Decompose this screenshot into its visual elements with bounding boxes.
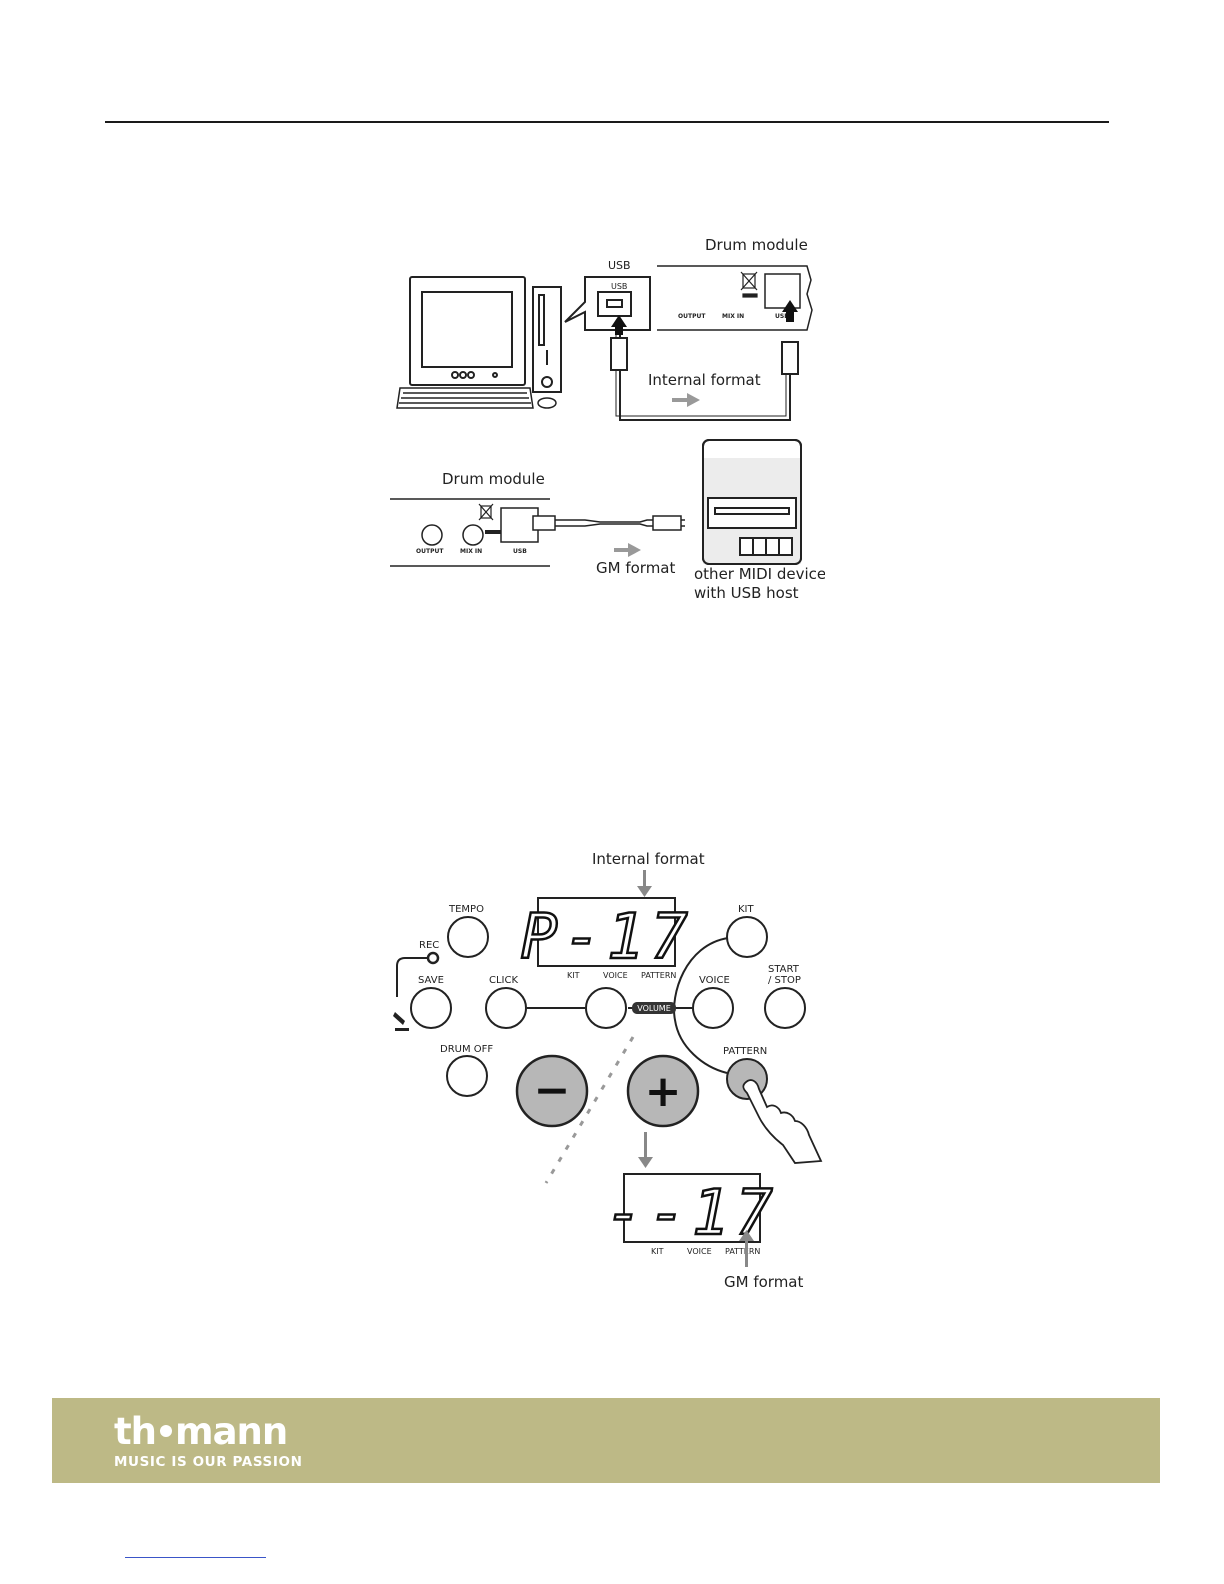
gm-format-label: GM format xyxy=(724,1273,803,1291)
tempo-button[interactable] xyxy=(448,917,488,957)
direction-arrow-icon xyxy=(672,393,700,407)
display-top-indicator-kit: KIT xyxy=(567,971,580,980)
usb-port-label: USB xyxy=(611,282,627,291)
usb-cable xyxy=(533,516,685,530)
display-bottom-indicator-pattern: PATTERN xyxy=(725,1247,760,1256)
figure-midi-device-connection: Drum module OUTPUT MIX IN USB GM format xyxy=(385,436,825,606)
voice-button[interactable] xyxy=(693,988,733,1028)
midi-device-icon xyxy=(703,440,801,564)
mixin-label: MIX IN xyxy=(722,313,744,320)
rec-indicator xyxy=(428,953,438,963)
display-bottom-indicator-voice: VOICE xyxy=(687,1247,712,1256)
internal-format-label: Internal format xyxy=(592,850,705,868)
pedal-icon xyxy=(393,1012,409,1031)
pointer-arrow-icon xyxy=(637,870,652,897)
display-bottom: --17 KIT VOICE PATTERN xyxy=(605,1174,778,1256)
footer-link-underline xyxy=(125,1557,266,1558)
usb-callout xyxy=(565,277,650,330)
plus-label: + xyxy=(645,1066,682,1117)
header-rule xyxy=(105,121,1109,123)
brand-wordmark-right: mann xyxy=(175,1410,287,1453)
start-stop-label-line2: / STOP xyxy=(768,975,801,986)
display-top-indicator-pattern: PATTERN xyxy=(641,971,676,980)
drum-module-label: Drum module xyxy=(705,236,808,254)
weee-icon xyxy=(479,504,493,520)
figure-computer-connection: USB USB Drum module OUTPUT MIX IN USB xyxy=(385,230,825,430)
click-button[interactable] xyxy=(486,988,526,1028)
device-label-line2: with USB host xyxy=(694,584,799,602)
brand-tagline: MUSIC IS OUR PASSION xyxy=(114,1454,302,1470)
display-top: P-17 KIT VOICE PATTERN xyxy=(520,898,693,980)
drum-off-button[interactable] xyxy=(447,1056,487,1096)
drum-module-panel xyxy=(390,499,550,566)
save-button[interactable] xyxy=(411,988,451,1028)
kit-label: KIT xyxy=(738,904,755,915)
start-stop-button[interactable] xyxy=(765,988,805,1028)
usb-callout-label: USB xyxy=(608,259,631,272)
start-stop-label-line1: START xyxy=(768,964,800,975)
tempo-label: TEMPO xyxy=(448,904,484,915)
rec-label: REC xyxy=(419,940,439,951)
weee-icon xyxy=(741,272,757,297)
down-arrow-icon xyxy=(638,1132,653,1168)
gm-format-label: GM format xyxy=(596,559,675,577)
direction-arrow-icon xyxy=(614,543,641,557)
display-top-indicator-voice: VOICE xyxy=(603,971,628,980)
kit-button[interactable] xyxy=(727,917,767,957)
display-top-text: P-17 xyxy=(520,900,693,973)
computer-monitor-icon xyxy=(410,277,525,385)
brand-wordmark-left: th xyxy=(114,1410,156,1453)
voice-label: VOICE xyxy=(699,975,730,986)
minus-label: − xyxy=(534,1065,571,1116)
pattern-label: PATTERN xyxy=(723,1046,767,1057)
drum-module-label: Drum module xyxy=(442,470,545,488)
internal-format-label: Internal format xyxy=(648,371,761,389)
display-bottom-indicator-kit: KIT xyxy=(651,1247,664,1256)
click-label: CLICK xyxy=(489,975,518,986)
finger-pointer-icon xyxy=(743,1080,821,1163)
figure-control-panel: Internal format P-17 KIT VOICE PATTERN T… xyxy=(385,845,830,1295)
computer-tower-icon xyxy=(533,287,561,392)
display-bottom-text: --17 xyxy=(605,1176,778,1249)
device-label-line1: other MIDI device xyxy=(694,565,825,583)
save-label: SAVE xyxy=(418,975,444,986)
mixin-label: MIX IN xyxy=(460,548,482,555)
output-label: OUTPUT xyxy=(416,548,444,555)
output-label: OUTPUT xyxy=(678,313,706,320)
brand-dot-icon xyxy=(160,1425,172,1437)
drum-off-label: DRUM OFF xyxy=(440,1044,493,1055)
kit-voice-button[interactable] xyxy=(586,988,626,1028)
usb-label: USB xyxy=(513,548,527,555)
volume-label: VOLUME xyxy=(637,1004,671,1013)
